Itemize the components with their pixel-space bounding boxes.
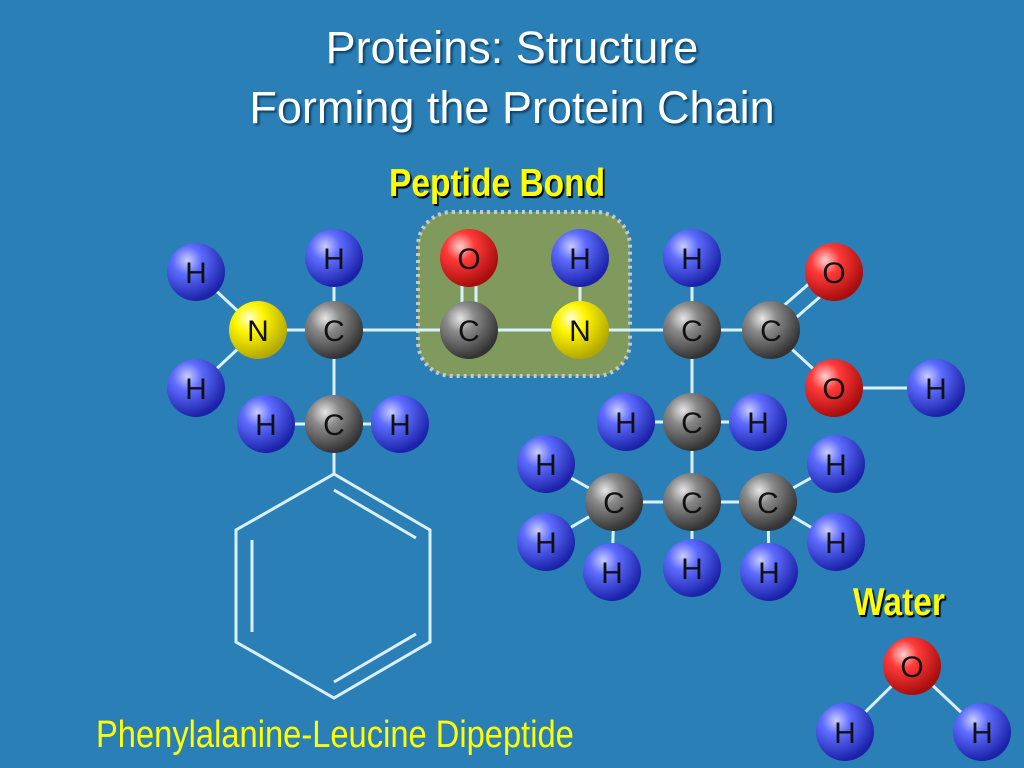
atom-label: H — [601, 557, 623, 590]
slide-title-line-1: Proteins: Structure — [325, 22, 699, 73]
atom-label: H — [535, 527, 557, 560]
atom-label: H — [615, 407, 637, 440]
atom-n-amide: N — [551, 301, 609, 359]
atom-label: H — [758, 557, 780, 590]
atom-c-beta2: C — [663, 393, 721, 451]
atom-label: H — [825, 527, 847, 560]
atom-label: H — [185, 373, 207, 406]
dipeptide-caption: Phenylalanine-Leucine Dipeptide — [96, 714, 574, 756]
atom-h-amine-top: H — [167, 243, 225, 301]
atom-o-carboxyl-double: O — [805, 243, 863, 301]
atom-label: H — [255, 409, 277, 442]
atom-label: H — [185, 257, 207, 290]
atom-label: H — [747, 407, 769, 440]
atom-c-delta2: C — [739, 473, 797, 531]
atom-c-carboxyl: C — [742, 301, 800, 359]
atom-label: C — [323, 315, 345, 348]
atom-h-beta2-left: H — [597, 393, 655, 451]
atom-c-alpha1: C — [305, 301, 363, 359]
atom-label: C — [681, 315, 703, 348]
atom-label: H — [569, 243, 591, 276]
atom-h-beta2-right: H — [729, 393, 787, 451]
atom-label: H — [389, 409, 411, 442]
atom-h-alpha2: H — [663, 229, 721, 287]
atom-c-beta1: C — [305, 395, 363, 453]
atom-h-delta2-bottom: H — [740, 543, 798, 601]
atom-h-water-left: H — [816, 703, 874, 761]
atom-c-delta1: C — [585, 473, 643, 531]
atom-label: H — [681, 243, 703, 276]
water-label: Water — [853, 581, 945, 624]
atom-c-alpha2: C — [663, 301, 721, 359]
atom-o-water: O — [883, 637, 941, 695]
atom-label: H — [971, 717, 993, 750]
atom-c-gamma: C — [663, 473, 721, 531]
atom-h-beta1-left: H — [237, 395, 295, 453]
atom-label: H — [535, 449, 557, 482]
atom-label: O — [457, 243, 480, 276]
atom-label: O — [822, 373, 845, 406]
atom-label: C — [603, 487, 625, 520]
atom-label: H — [925, 373, 947, 406]
atom-label: N — [569, 315, 591, 348]
atom-label: C — [458, 315, 480, 348]
slide-title-line-2: Forming the Protein Chain — [249, 82, 775, 133]
atom-h-delta2-top: H — [807, 435, 865, 493]
atom-h-amide: H — [551, 229, 609, 287]
atom-h-alpha1: H — [305, 229, 363, 287]
phenyl-ring — [234, 424, 432, 700]
atom-h-beta1-right: H — [371, 395, 429, 453]
atom-label: C — [760, 315, 782, 348]
atom-h-hydroxyl: H — [907, 359, 965, 417]
atom-label: C — [681, 487, 703, 520]
atom-label: C — [323, 409, 345, 442]
atom-label: C — [681, 407, 703, 440]
peptide-bond-label: Peptide Bond — [389, 162, 606, 205]
atom-label: H — [825, 449, 847, 482]
atom-label: O — [900, 651, 923, 684]
atom-h-amine-bottom: H — [167, 359, 225, 417]
atom-label: H — [323, 243, 345, 276]
benzene-double-2 — [333, 632, 417, 684]
atom-o-carbonyl: O — [440, 229, 498, 287]
atom-label: H — [681, 553, 703, 586]
atom-h-delta1-mid: H — [517, 513, 575, 571]
atom-c-carbonyl: C — [440, 301, 498, 359]
atom-n-amine: N — [229, 301, 287, 359]
atom-label: O — [822, 257, 845, 290]
atom-h-gamma: H — [663, 539, 721, 597]
atom-label: H — [834, 717, 856, 750]
benzene-double-1 — [333, 488, 417, 540]
atom-o-carboxyl-single: O — [805, 359, 863, 417]
atom-h-delta1-bottom: H — [583, 543, 641, 601]
atom-label: C — [757, 487, 779, 520]
atom-h-water-right: H — [953, 703, 1011, 761]
atom-h-delta1-top: H — [517, 435, 575, 493]
atom-h-delta2-mid: H — [807, 513, 865, 571]
atom-label: N — [247, 315, 269, 348]
benzene-hexagon — [234, 472, 432, 700]
